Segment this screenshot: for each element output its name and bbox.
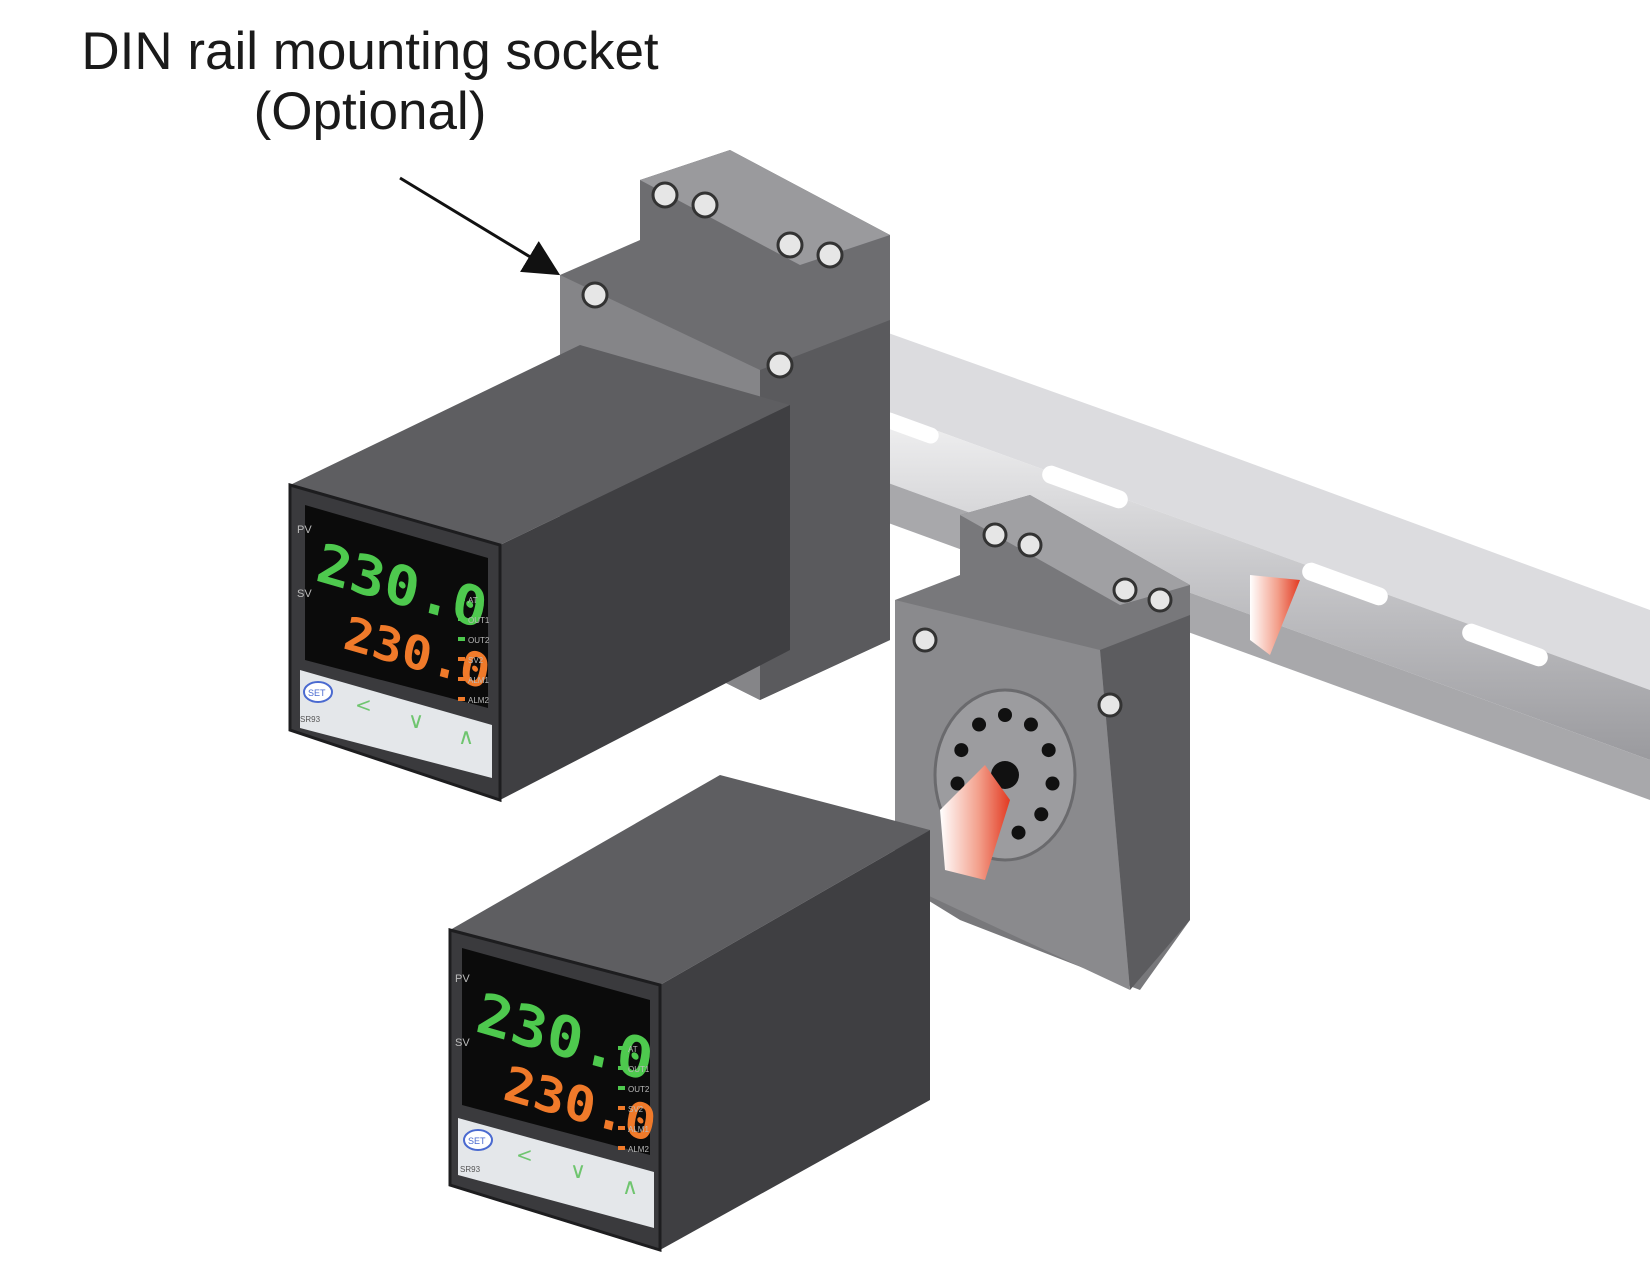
screw-terminal [1097,692,1123,718]
indicator-label: AT [628,1045,638,1054]
model-label: SR93 [300,715,321,724]
din-rail-socket-lower [895,495,1190,990]
set-key-label: SET [468,1136,486,1146]
callout-label: DIN rail mounting socket (Optional) [0,22,740,142]
indicator-led [458,617,465,621]
set-key[interactable]: SET [463,1129,493,1151]
temperature-controller-upper: PV SV 230.0 230.0 ATOUT1OUT2SV2ALM1ALM2 … [288,345,790,803]
indicator-led [458,657,465,661]
screw-terminal [816,241,844,269]
key-panel [458,1118,654,1228]
indicator-led [458,597,465,601]
pin-hole [954,743,969,758]
indicator-led [618,1126,625,1130]
indicator-label: ALM1 [628,1125,649,1134]
pin-hole [998,708,1012,722]
rail-slot [881,412,939,444]
indicator-led [458,637,465,641]
up-key-icon[interactable]: ∧ [622,1175,638,1200]
screw-terminal [581,281,609,309]
screw-terminal [691,191,719,219]
pv-label: PV [455,973,470,985]
indicator-label: OUT1 [468,616,490,625]
rail-slot [1302,562,1388,606]
indicator-led [618,1066,625,1070]
screw-terminal [982,522,1008,548]
pin-hole [1045,776,1060,791]
screw-terminal [1112,577,1138,603]
callout-line-2: (Optional) [253,82,487,141]
pin-hole [1011,825,1026,840]
indicator-label: SV2 [468,656,484,665]
screw-terminal [651,181,679,209]
screw-terminal [1017,532,1043,558]
screw-terminal [1147,587,1173,613]
indicator-label: SV2 [628,1105,644,1114]
indicator-led [618,1086,625,1090]
set-key-label: SET [308,688,326,698]
indicator-led [618,1106,625,1110]
indicator-label: AT [468,596,478,605]
set-key[interactable]: SET [303,681,333,703]
indicator-label: ALM2 [628,1145,649,1154]
indicator-label: OUT2 [468,636,490,645]
screw-terminal [912,627,938,653]
indicator-label: ALM2 [468,696,489,705]
indicator-label: OUT2 [628,1085,650,1094]
model-label: SR93 [460,1165,481,1174]
indicator-led [458,677,465,681]
indicator-label: ALM1 [468,676,489,685]
screw-terminal [776,231,804,259]
indicator-led [618,1146,625,1150]
up-key-icon[interactable]: ∧ [458,725,474,750]
mounting-direction-arrow [1250,575,1300,655]
indicator-label: OUT1 [628,1065,650,1074]
down-key-icon[interactable]: ∨ [570,1159,586,1184]
callout-line-1: DIN rail mounting socket [81,22,659,81]
callout-pointer-arrow [399,176,561,276]
display-window [305,505,488,708]
temperature-controller-lower: PV SV 230.0 230.0 ATOUT1OUT2SV2ALM1ALM2 … [448,775,930,1253]
sv-label: SV [297,588,312,600]
rail-slot [1042,465,1128,509]
insertion-direction-arrow [940,765,1010,880]
display-window [462,948,650,1155]
pin-hole [1023,717,1038,732]
screw-terminal [766,351,794,379]
pv-label: PV [297,524,312,536]
pin-hole [950,776,965,791]
pin-hole [1041,743,1056,758]
pin-hole [972,717,987,732]
down-key-icon[interactable]: ∨ [408,709,424,734]
indicator-led [458,697,465,701]
key-panel [300,670,492,778]
pin-hole [1034,807,1049,822]
shift-key-icon[interactable]: < [516,1143,533,1167]
indicator-led [618,1046,625,1050]
rail-slot [1462,623,1548,667]
shift-key-icon[interactable]: < [355,693,372,717]
sv-label: SV [455,1037,470,1049]
